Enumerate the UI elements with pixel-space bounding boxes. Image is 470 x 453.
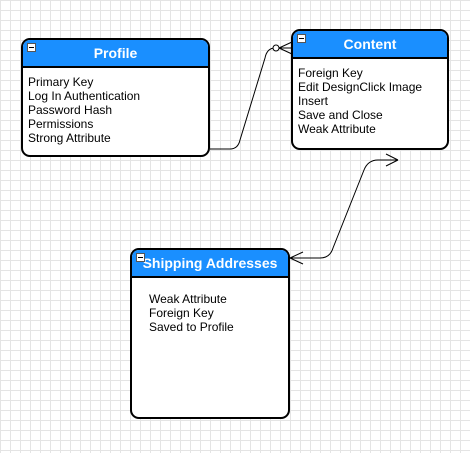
content-fields: Foreign Key Edit DesignClick Image Inser… xyxy=(293,59,447,136)
content-field[interactable]: Save and Close xyxy=(298,108,383,122)
shipping-addresses-entity[interactable]: Shipping Addresses Weak Attribute Foreig… xyxy=(130,248,290,419)
content-header[interactable]: Content xyxy=(293,31,447,59)
shipping-content-connector xyxy=(289,153,399,265)
content-field[interactable]: Insert xyxy=(298,94,329,108)
content-field[interactable]: Edit DesignClick Image xyxy=(298,80,423,94)
content-field[interactable]: Foreign Key xyxy=(298,66,363,80)
shipping-field[interactable]: Foreign Key xyxy=(149,306,214,320)
profile-field[interactable]: Strong Attribute xyxy=(28,131,111,145)
profile-entity[interactable]: Profile Primary Key Log In Authenticatio… xyxy=(21,38,210,157)
shipping-addresses-header[interactable]: Shipping Addresses xyxy=(132,250,288,278)
collapse-icon[interactable] xyxy=(136,253,145,262)
content-entity[interactable]: Content Foreign Key Edit DesignClick Ima… xyxy=(291,29,449,150)
shipping-addresses-fields: Weak Attribute Foreign Key Saved to Prof… xyxy=(132,278,288,334)
shipping-field[interactable]: Saved to Profile xyxy=(149,320,234,334)
profile-fields: Primary Key Log In Authentication Passwo… xyxy=(23,68,208,145)
content-title: Content xyxy=(343,36,397,52)
shipping-field[interactable]: Weak Attribute xyxy=(149,292,227,306)
profile-field[interactable]: Primary Key xyxy=(28,75,94,89)
content-field[interactable]: Weak Attribute xyxy=(298,122,376,136)
profile-header[interactable]: Profile xyxy=(23,40,208,68)
profile-field[interactable]: Permissions xyxy=(28,117,94,131)
shipping-addresses-title: Shipping Addresses xyxy=(142,255,278,271)
collapse-icon[interactable] xyxy=(27,43,36,52)
profile-field[interactable]: Password Hash xyxy=(28,103,113,117)
profile-field[interactable]: Log In Authentication xyxy=(28,89,141,103)
profile-title: Profile xyxy=(93,45,138,61)
collapse-icon[interactable] xyxy=(297,34,306,43)
